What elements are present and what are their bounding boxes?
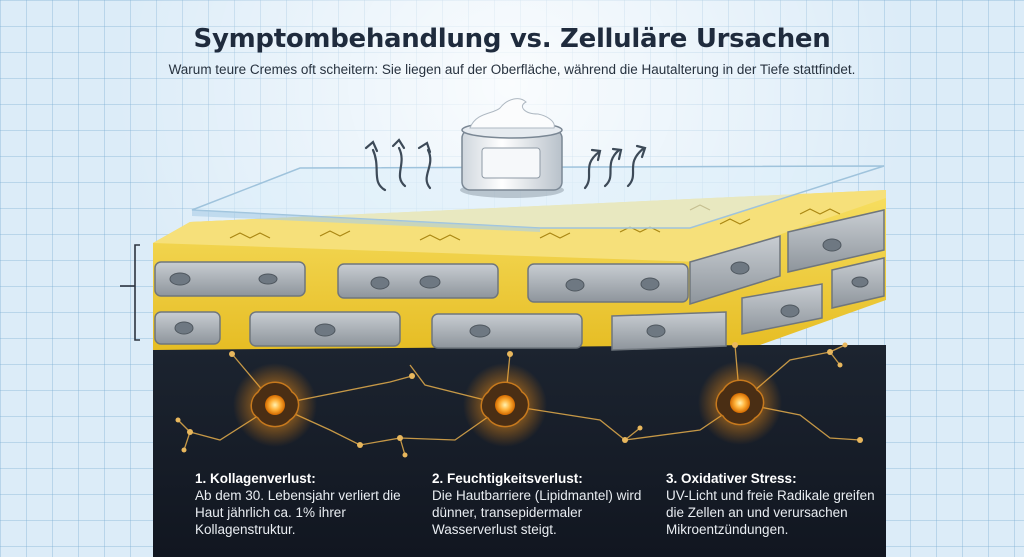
cream-film-layer [191,165,885,232]
cause-collagen-caption: 1. Kollagenverlust: Ab dem 30. Lebensjah… [195,470,415,538]
cause-collagen-text: Ab dem 30. Lebensjahr verliert die Haut … [195,488,401,537]
page-subtitle: Warum teure Cremes oft scheitern: Sie li… [168,62,856,77]
depth-bracket [120,244,140,341]
damaged-cell-3 [698,361,782,445]
evaporation-arrows-left [364,138,432,192]
cause-oxidative-caption: 3. Oxidativer Stress: UV-Licht und freie… [666,470,896,538]
cause-moisture-title: 2. Feuchtigkeitsverlust: [432,471,583,486]
damaged-cell-2 [463,363,547,447]
cell-nuclei [169,238,869,338]
cause-moisture-caption: 2. Feuchtigkeitsverlust: Die Hautbarrier… [432,470,652,538]
damaged-cell-1 [233,363,317,447]
cause-moisture-text: Die Hautbarriere (Lipidmantel) wird dünn… [432,488,642,537]
cause-oxidative-text: UV-Licht und freie Radikale greifen die … [666,488,875,537]
page-title: Symptombehandlung vs. Zelluläre Ursachen [193,24,831,54]
network-nodes [175,342,863,458]
cream-jar-icon [460,98,564,198]
cause-collagen-title: 1. Kollagenverlust: [195,471,316,486]
cause-oxidative-title: 3. Oxidativer Stress: [666,471,797,486]
evaporation-arrows-right [583,144,647,190]
